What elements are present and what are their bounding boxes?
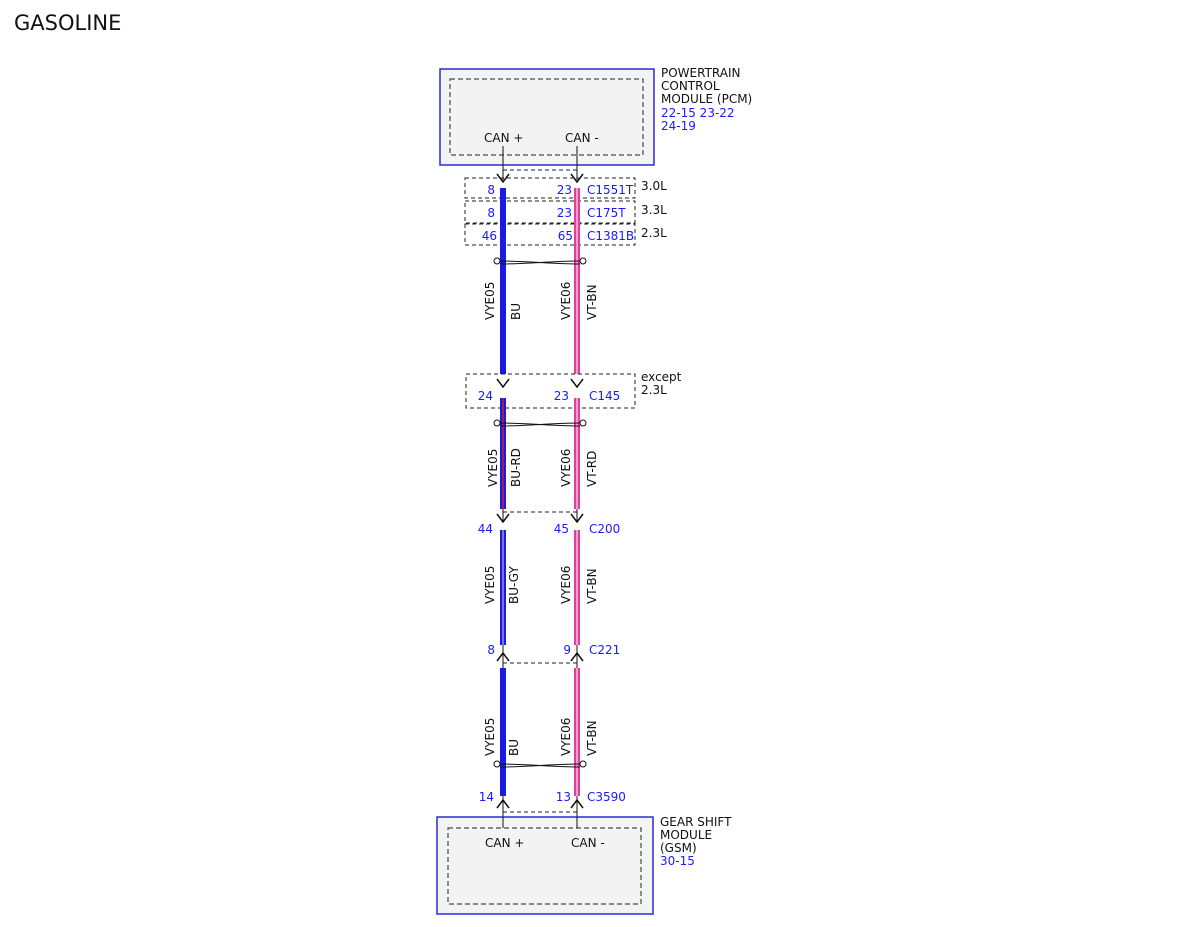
pin-right: 23 (554, 389, 569, 403)
wire-segment-4[interactable]: VYE05 BU VYE06 VT-BN (483, 668, 599, 796)
connector-id: C221 (589, 643, 620, 657)
connector-id: C200 (589, 522, 620, 536)
pcm-name-line-1: POWERTRAIN (661, 66, 741, 80)
connector-note-line-1: except (641, 370, 682, 384)
circuit-left: VYE05 (483, 282, 497, 320)
arrow-up-icon (570, 651, 584, 662)
circuit-left: VYE05 (483, 718, 497, 756)
pin-right: 13 (556, 790, 571, 804)
circuit-left: VYE05 (486, 449, 500, 487)
gsm-name-line-1: GEAR SHIFT (660, 815, 732, 829)
connector-c221[interactable]: 8 9 C221 (487, 643, 620, 657)
pin-right: 9 (563, 643, 571, 657)
pin-left: 8 (487, 206, 495, 220)
color-left: BU (507, 739, 521, 756)
arrow-up-icon (496, 651, 510, 662)
pcm-pin-can-plus: CAN + (484, 131, 523, 145)
pin-left: 8 (487, 643, 495, 657)
connector-c3590[interactable]: 14 13 C3590 (479, 790, 626, 804)
color-right: VT-BN (585, 568, 599, 604)
color-left: BU-GY (507, 566, 521, 604)
color-right: VT-RD (585, 451, 599, 487)
arrow-down-icon (570, 378, 584, 389)
wire-segment-2[interactable]: VYE05 BU-RD VYE06 VT-RD (486, 398, 599, 509)
wire-segment-3[interactable]: VYE05 BU-GY VYE06 VT-BN (483, 530, 599, 645)
connector-c1551t[interactable]: 8 23 C1551T (464, 177, 636, 199)
color-right: VT-BN (585, 284, 599, 320)
connector-note-line-2: 2.3L (641, 383, 667, 397)
connector-c145[interactable]: 24 23 C145 (465, 373, 636, 409)
connector-id: C1381B (587, 229, 634, 243)
circuit-right: VYE06 (559, 282, 573, 320)
gsm-name-line-3: (GSM) (660, 841, 697, 855)
circuit-right: VYE06 (559, 566, 573, 604)
pin-right: 45 (554, 522, 569, 536)
arrow-down-icon (496, 378, 510, 389)
gsm-module[interactable]: CAN + CAN - (436, 816, 654, 915)
pin-left: 14 (479, 790, 494, 804)
pin-left: 24 (478, 389, 493, 403)
color-right: VT-BN (585, 720, 599, 756)
wire-segment-1[interactable]: VYE05 BU VYE06 VT-BN (483, 188, 599, 374)
connector-id: C145 (589, 389, 620, 403)
connector-id: C175T (587, 206, 626, 220)
gsm-pin-can-minus: CAN - (571, 836, 605, 850)
connector-id: C1551T (587, 183, 634, 197)
connector-c1381b[interactable]: 46 65 C1381B (464, 223, 636, 246)
pin-left: 44 (478, 522, 493, 536)
color-left: BU (509, 303, 523, 320)
gsm-pin-can-plus: CAN + (485, 836, 524, 850)
pin-right: 23 (557, 183, 572, 197)
pin-right: 65 (558, 229, 573, 243)
arrow-down-icon (570, 173, 584, 184)
connector-note: 3.3L (641, 203, 667, 217)
connector-id: C3590 (587, 790, 626, 804)
arrow-up-icon (570, 798, 584, 809)
circuit-left: VYE05 (483, 566, 497, 604)
color-left: BU-RD (509, 448, 523, 487)
connector-c200[interactable]: 44 45 C200 (478, 522, 621, 536)
pcm-ref-2: 24-19 (661, 119, 696, 133)
pin-left: 46 (482, 229, 497, 243)
pin-left: 8 (487, 183, 495, 197)
pcm-name-line-2: CONTROL (661, 79, 720, 93)
pin-right: 23 (557, 206, 572, 220)
arrow-down-icon (496, 173, 510, 184)
circuit-right: VYE06 (559, 449, 573, 487)
connector-c175t[interactable]: 8 23 C175T (464, 200, 636, 224)
pcm-name-line-3: MODULE (PCM) (661, 92, 752, 106)
connector-note: 3.0L (641, 179, 667, 193)
pcm-module[interactable]: CAN + CAN - (439, 68, 655, 166)
connector-note: 2.3L (641, 226, 667, 240)
circuit-right: VYE06 (559, 718, 573, 756)
gsm-name-line-2: MODULE (660, 828, 712, 842)
page-title: GASOLINE (14, 11, 121, 35)
gsm-ref-1: 30-15 (660, 854, 695, 868)
arrow-up-icon (496, 798, 510, 809)
pcm-ref-1: 22-15 23-22 (661, 106, 735, 120)
pcm-pin-can-minus: CAN - (565, 131, 599, 145)
